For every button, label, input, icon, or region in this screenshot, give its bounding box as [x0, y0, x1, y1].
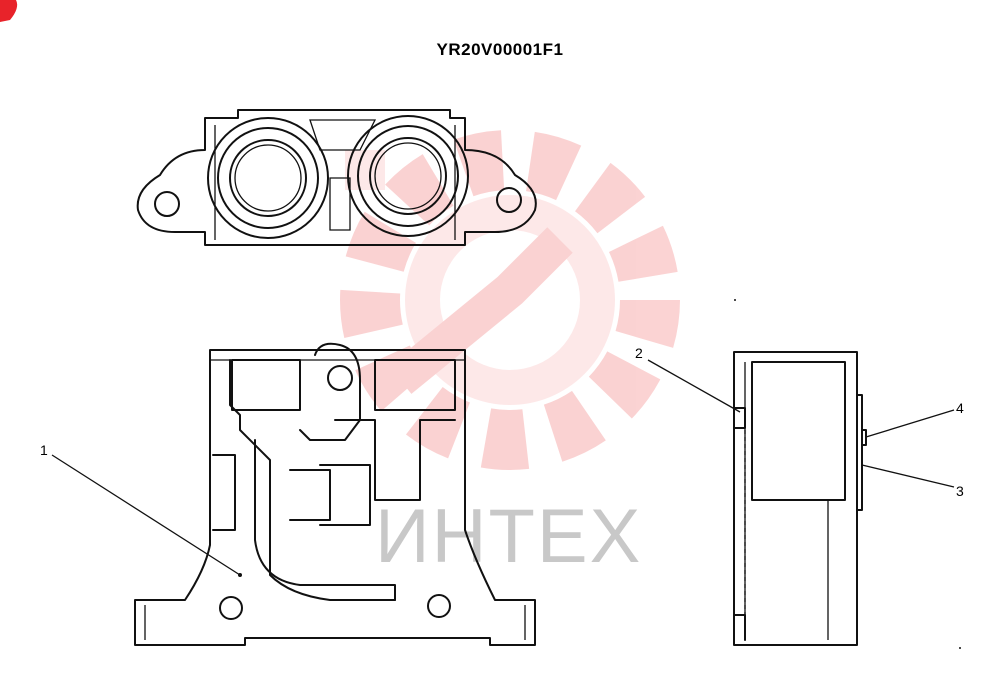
speck — [734, 299, 736, 301]
callout-1: 1 — [40, 442, 48, 458]
speck — [959, 647, 961, 649]
leader-lines — [51, 359, 955, 576]
top-view — [136, 109, 537, 246]
gear-wrench-logo-icon — [340, 130, 680, 470]
corner-badge-icon — [0, 0, 18, 22]
side-view — [733, 351, 867, 646]
front-view — [134, 342, 536, 646]
watermark-text: ИНТЕХ — [375, 494, 642, 579]
callout-3: 3 — [956, 483, 964, 499]
watermark: ИНТЕХ — [340, 130, 680, 579]
diagram-title: YR20V00001F1 — [436, 40, 564, 59]
callout-4: 4 — [956, 400, 964, 416]
callout-2: 2 — [635, 345, 643, 361]
